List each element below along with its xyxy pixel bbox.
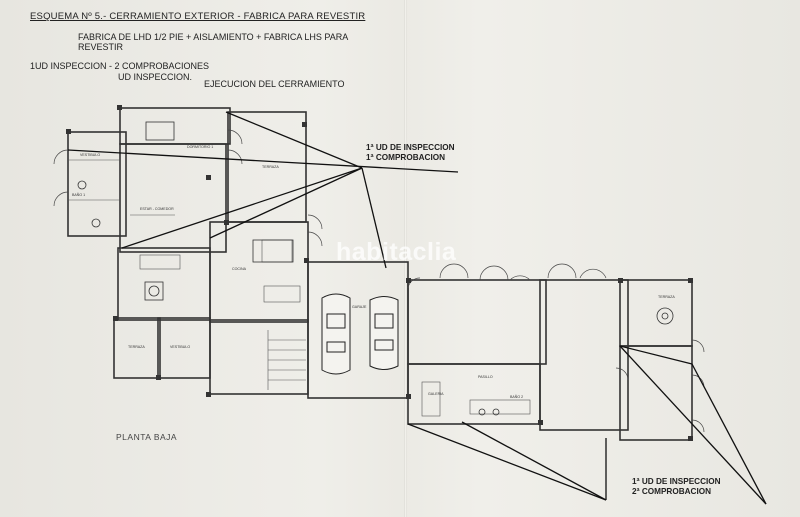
- wall-spec-line-2: REVESTIR: [78, 42, 124, 52]
- plan-label: PLANTA BAJA: [116, 432, 178, 442]
- room-label-cocina: COCINA: [232, 267, 247, 271]
- room-label-garaje: GARAJE: [352, 305, 367, 309]
- room-label-terraza-este: TERRAZA: [658, 295, 675, 299]
- inspection-lines: [67, 111, 767, 505]
- watermark: habitaclia: [336, 238, 457, 266]
- page-fold: [404, 0, 407, 517]
- inspection-unit-line: UD INSPECCION.: [118, 72, 193, 82]
- room-label-dormitorio: DORMITORIO 1: [187, 145, 213, 149]
- room-label-estar: ESTAR - COMEDOR: [140, 207, 174, 211]
- second-inspection-line-2: 2ª COMPROBACION: [632, 487, 711, 496]
- room-label-terraza-sur: TERRAZA: [128, 345, 145, 349]
- room-label-galeria: GALERIA: [428, 392, 444, 396]
- scheme-title: ESQUEMA Nº 5.- CERRAMIENTO EXTERIOR - FA…: [30, 11, 366, 22]
- first-inspection-annotation: 1ª UD DE INSPECCION 1ª COMPROBACION: [366, 143, 455, 163]
- room-label-vestibulo2: VESTIBULO: [170, 345, 190, 349]
- room-label-terraza-norte: TERRAZA: [262, 165, 279, 169]
- room-label-pasillo: PASILLO: [478, 375, 493, 379]
- second-inspection-annotation: 1ª UD DE INSPECCION 2ª COMPROBACION: [632, 477, 721, 497]
- second-inspection-line-1: 1ª UD DE INSPECCION: [632, 477, 721, 486]
- wall-spec-line-1: FABRICA DE LHD 1/2 PIE + AISLAMIENTO + F…: [78, 32, 349, 42]
- first-inspection-line-2: 1ª COMPROBACION: [366, 153, 445, 162]
- inspection-count-line: 1UD INSPECCION - 2 COMPROBACIONES: [30, 61, 210, 71]
- first-inspection-line-1: 1ª UD DE INSPECCION: [366, 143, 455, 152]
- room-label-vestibulo: VESTIBULO: [80, 153, 100, 157]
- room-label-bano1: BAÑO 1: [72, 192, 85, 197]
- execution-line: EJECUCION DEL CERRAMIENTO: [204, 79, 345, 89]
- room-label-bano2: BAÑO 2: [510, 394, 523, 399]
